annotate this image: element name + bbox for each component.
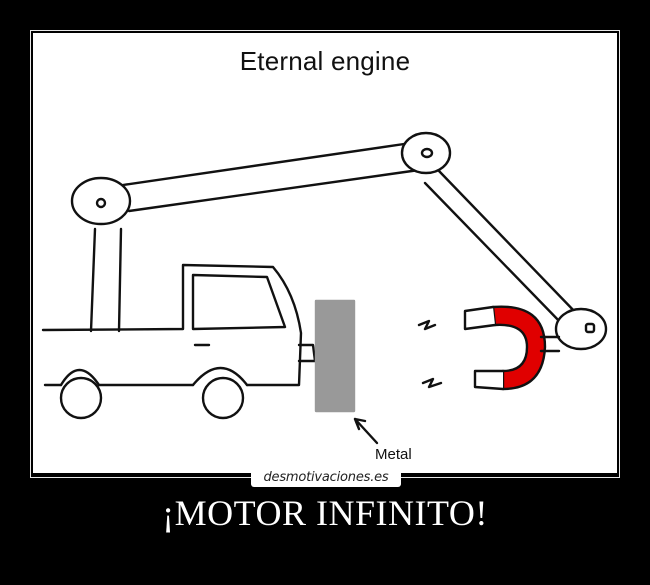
truck-wheel-rear [59,376,103,420]
crane-arm-lower [423,169,580,327]
drawing-image: Eternal engine Metal [33,33,617,473]
force-squiggle-upper [417,319,437,331]
crane-joint-magnet [554,307,608,351]
crane-post [89,227,123,333]
metal-block [314,299,356,413]
truck-wheel-rear-arch [59,368,101,387]
force-squiggle-lower [421,377,443,389]
drawing-title: Eternal engine [239,46,411,76]
crane-joint-left-pin [95,197,107,209]
metal-label: Metal [375,446,412,463]
truck-window [191,273,287,331]
truck-body [41,263,303,387]
crane-joint-magnet-pin [584,322,596,334]
crane-arm-upper [121,141,421,213]
crane-joint-elbow-pin [420,147,434,159]
magnet-tip-lower [473,369,505,391]
poster-caption: ¡MOTOR INFINITO! [162,493,488,533]
truck-wheel-front-arch [191,367,249,387]
eternal-engine-sketch [41,131,608,445]
truck-wheel-front [201,376,245,420]
watermark: desmotivaciones.es [251,468,401,487]
crane-joint-left [70,176,132,226]
metal-arrow [353,417,379,445]
truck-bumper [297,343,317,363]
magnet-handle [539,335,561,353]
magnet-tip-upper [463,305,497,331]
crane-joint-elbow [400,131,452,175]
